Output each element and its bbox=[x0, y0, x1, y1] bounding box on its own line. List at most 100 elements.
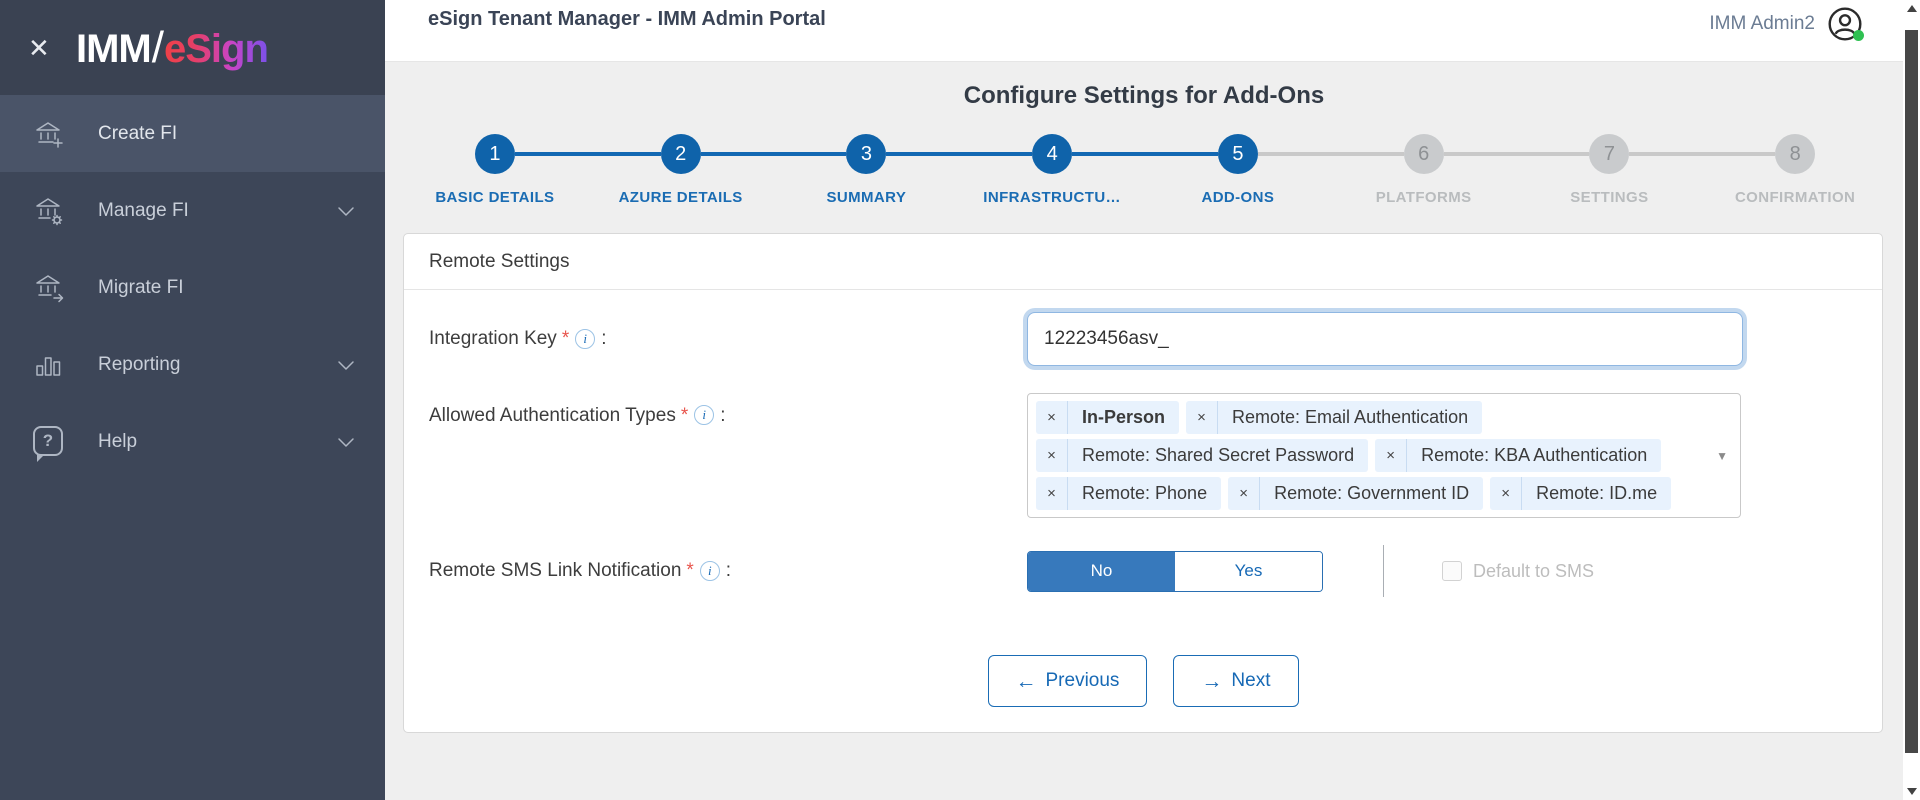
next-button-label: Next bbox=[1231, 670, 1271, 691]
remove-tag-icon[interactable]: × bbox=[1375, 439, 1408, 472]
sidebar-item-label: Migrate FI bbox=[98, 276, 184, 298]
label-colon: : bbox=[725, 560, 732, 581]
help-bubble-icon: ? bbox=[33, 425, 65, 462]
remove-tag-icon[interactable]: × bbox=[1490, 477, 1523, 510]
card-body: Integration Key * i : Allowed Authentica… bbox=[404, 290, 1882, 707]
step-circle[interactable]: 7 bbox=[1589, 134, 1630, 174]
sidebar-item-create-fi[interactable]: Create FI bbox=[0, 95, 385, 172]
logo-imm-text: IMM bbox=[76, 26, 152, 71]
integration-key-row: Integration Key * i : bbox=[429, 312, 1857, 366]
tag-label: Remote: Government ID bbox=[1274, 483, 1470, 503]
auth-types-label: Allowed Authentication Types * i : bbox=[429, 393, 1027, 518]
tag-label: Remote: KBA Authentication bbox=[1421, 445, 1648, 465]
step-circle[interactable]: 6 bbox=[1403, 134, 1444, 174]
online-status-dot bbox=[1853, 30, 1864, 41]
sidebar-logo-row: ✕ IMM/eSign bbox=[0, 0, 385, 95]
bank-gear-icon bbox=[33, 195, 65, 227]
step-label: CONFIRMATION bbox=[1734, 189, 1856, 206]
required-asterisk: * bbox=[686, 560, 694, 581]
sidebar-item-label: Help bbox=[98, 430, 138, 452]
wizard-button-row: ← Previous → Next bbox=[429, 655, 1857, 707]
sidebar-close-icon[interactable]: ✕ bbox=[28, 32, 50, 63]
default-to-sms-checkbox[interactable]: Default to SMS bbox=[1442, 561, 1594, 582]
toggle-no-button[interactable]: No bbox=[1028, 551, 1175, 591]
app-logo: IMM/eSign bbox=[76, 22, 269, 73]
next-button[interactable]: → Next bbox=[1173, 655, 1299, 707]
step-circle[interactable]: 4 bbox=[1032, 134, 1073, 174]
label-colon: : bbox=[720, 405, 726, 426]
sms-notification-row: Remote SMS Link Notification * i : No Ye… bbox=[429, 545, 1857, 597]
step-circle[interactable]: 8 bbox=[1775, 134, 1816, 174]
logo-slash: / bbox=[151, 22, 164, 72]
step-basic-details: 1 BASIC DETAILS bbox=[402, 134, 588, 206]
sidebar-nav: Create FI Manage FI bbox=[0, 95, 385, 480]
tag-label: Remote: Email Authentication bbox=[1232, 407, 1469, 427]
info-icon[interactable]: i bbox=[575, 329, 596, 349]
remove-tag-icon[interactable]: × bbox=[1228, 477, 1261, 510]
toggle-yes-button[interactable]: Yes bbox=[1175, 551, 1322, 591]
tag-remote-shared-secret: × Remote: Shared Secret Password bbox=[1036, 439, 1369, 472]
step-label: INFRASTRUCTU… bbox=[983, 189, 1121, 206]
tag-label: Remote: ID.me bbox=[1536, 483, 1658, 503]
step-infrastructure: 4 INFRASTRUCTU… bbox=[959, 134, 1145, 206]
chevron-down-icon bbox=[337, 359, 355, 371]
remove-tag-icon[interactable]: × bbox=[1036, 477, 1068, 510]
field-label-text: Remote SMS Link Notification bbox=[429, 560, 682, 581]
remote-settings-card: Remote Settings Integration Key * i : Al… bbox=[403, 233, 1883, 733]
tag-label: Remote: Phone bbox=[1082, 483, 1208, 503]
step-circle[interactable]: 2 bbox=[660, 134, 701, 174]
sms-control: No Yes Default to SMS bbox=[1027, 545, 1594, 597]
step-azure-details: 2 AZURE DETAILS bbox=[587, 134, 774, 206]
question-mark-glyph: ? bbox=[42, 430, 54, 450]
tag-remote-phone: × Remote: Phone bbox=[1036, 477, 1222, 510]
sms-notification-label: Remote SMS Link Notification * i : bbox=[429, 545, 1027, 597]
sidebar-item-migrate-fi[interactable]: Migrate FI bbox=[0, 249, 385, 326]
info-icon[interactable]: i bbox=[699, 561, 720, 581]
scroll-up-icon bbox=[1906, 5, 1917, 12]
scrollbar-thumb[interactable] bbox=[1905, 30, 1918, 753]
scroll-down-button[interactable] bbox=[1903, 783, 1920, 800]
step-label: SETTINGS bbox=[1570, 189, 1649, 206]
sidebar-item-manage-fi[interactable]: Manage FI bbox=[0, 172, 385, 249]
sidebar-item-help[interactable]: ? Help bbox=[0, 403, 385, 480]
user-name: IMM Admin2 bbox=[1709, 13, 1815, 34]
remove-tag-icon[interactable]: × bbox=[1036, 401, 1068, 434]
tag-remote-idme: × Remote: ID.me bbox=[1490, 477, 1672, 510]
scroll-up-button[interactable] bbox=[1903, 0, 1920, 17]
step-platforms: 6 PLATFORMS bbox=[1330, 134, 1517, 206]
remove-tag-icon[interactable]: × bbox=[1186, 401, 1219, 434]
tag-label: Remote: Shared Secret Password bbox=[1082, 445, 1355, 465]
page-title: eSign Tenant Manager - IMM Admin Portal bbox=[428, 8, 826, 30]
integration-key-input[interactable] bbox=[1027, 312, 1743, 366]
step-circle[interactable]: 1 bbox=[474, 134, 515, 174]
dropdown-caret-icon[interactable]: ▼ bbox=[1716, 448, 1728, 463]
scroll-down-icon bbox=[1906, 788, 1917, 795]
bar-chart-icon bbox=[33, 349, 65, 381]
vertical-divider bbox=[1383, 545, 1384, 597]
step-add-ons: 5 ADD-ONS bbox=[1145, 134, 1331, 206]
step-label: PLATFORMS bbox=[1375, 189, 1472, 206]
step-circle[interactable]: 3 bbox=[846, 134, 887, 174]
step-settings: 7 SETTINGS bbox=[1516, 134, 1703, 206]
sidebar-item-label: Manage FI bbox=[98, 199, 189, 221]
card-title: Remote Settings bbox=[404, 234, 1882, 290]
required-asterisk: * bbox=[680, 405, 689, 426]
sidebar: ✕ IMM/eSign Create FI bbox=[0, 0, 385, 800]
top-bar: eSign Tenant Manager - IMM Admin Portal … bbox=[385, 0, 1903, 62]
auth-types-multiselect[interactable]: × In-Person × Remote: Email Authenticati… bbox=[1027, 393, 1741, 518]
checkbox-icon[interactable] bbox=[1442, 561, 1462, 581]
step-label: AZURE DETAILS bbox=[618, 189, 743, 206]
field-label-text: Integration Key bbox=[429, 328, 557, 349]
tag-label: In-Person bbox=[1082, 407, 1166, 427]
user-avatar-icon[interactable] bbox=[1827, 6, 1864, 42]
user-menu[interactable]: IMM Admin2 bbox=[1709, 6, 1864, 42]
logo-esign-text: eSign bbox=[164, 26, 269, 71]
remove-tag-icon[interactable]: × bbox=[1036, 439, 1068, 472]
info-icon[interactable]: i bbox=[694, 405, 715, 425]
sidebar-item-label: Create FI bbox=[98, 122, 178, 144]
step-circle[interactable]: 5 bbox=[1217, 134, 1258, 174]
chevron-down-icon bbox=[337, 205, 355, 217]
sidebar-item-reporting[interactable]: Reporting bbox=[0, 326, 385, 403]
label-colon: : bbox=[601, 328, 607, 349]
previous-button[interactable]: ← Previous bbox=[987, 655, 1148, 707]
